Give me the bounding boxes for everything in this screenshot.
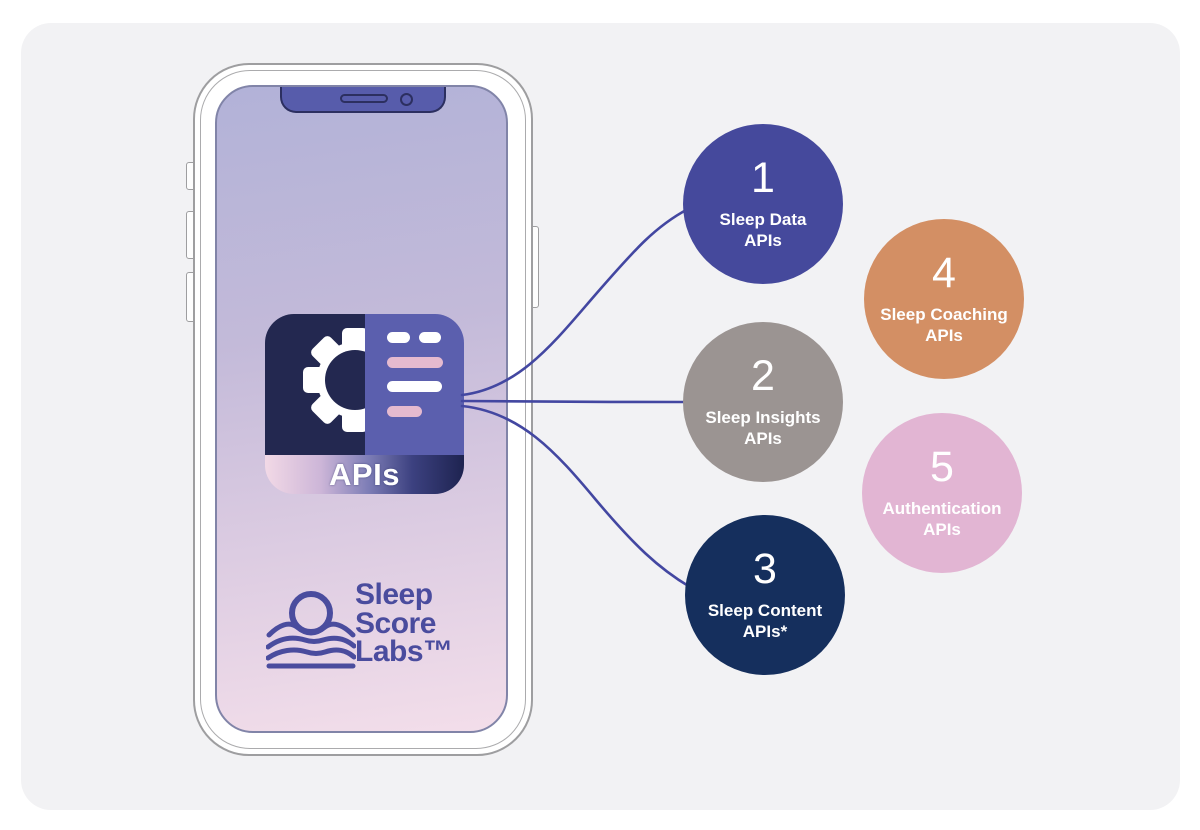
logo-line: Score	[355, 606, 436, 640]
logo-line: Labs™	[355, 635, 453, 668]
sleepscore-logo-icon	[266, 591, 356, 669]
apis-app-icon: APIs	[265, 314, 464, 494]
bubble-number: 3	[753, 544, 777, 593]
app-icon-label: APIs	[329, 457, 400, 492]
phone-camera-icon	[400, 93, 413, 106]
bubble-number: 1	[751, 153, 775, 202]
list-line-icon	[387, 406, 422, 417]
list-line-icon	[387, 381, 442, 392]
bubble-label: Sleep Insights APIs	[705, 407, 821, 448]
app-icon-name-band: APIs	[265, 455, 464, 494]
bubble-label: Sleep Coaching APIs	[880, 304, 1008, 345]
phone-screen: APIs Sleep Score Labs™	[215, 85, 508, 733]
logo-line: Sleep	[355, 578, 433, 611]
bubble-label: Authentication APIs	[882, 498, 1002, 539]
bubble-label: Sleep Data APIs	[719, 209, 807, 250]
bubble-sleep-data-apis: 1 Sleep Data APIs	[683, 124, 843, 284]
bubble-number: 4	[932, 248, 956, 297]
list-line-icon	[387, 332, 410, 343]
bubble-label: Sleep Content APIs*	[707, 600, 823, 641]
bubble-sleep-insights-apis: 2 Sleep Insights APIs	[683, 322, 843, 482]
phone-notch	[280, 87, 446, 113]
list-line-icon	[387, 357, 443, 368]
bubble-sleep-coaching-apis: 4 Sleep Coaching APIs	[864, 219, 1024, 379]
bubble-sleep-content-apis: 3 Sleep Content APIs*	[685, 515, 845, 675]
list-line-icon	[419, 332, 441, 343]
sleepscore-logo-text: Sleep Score Labs™	[355, 578, 453, 668]
bubble-authentication-apis: 5 Authentication APIs	[862, 413, 1022, 573]
phone-speaker-icon	[340, 94, 388, 103]
bubble-number: 5	[930, 442, 954, 491]
bubble-number: 2	[751, 351, 775, 400]
